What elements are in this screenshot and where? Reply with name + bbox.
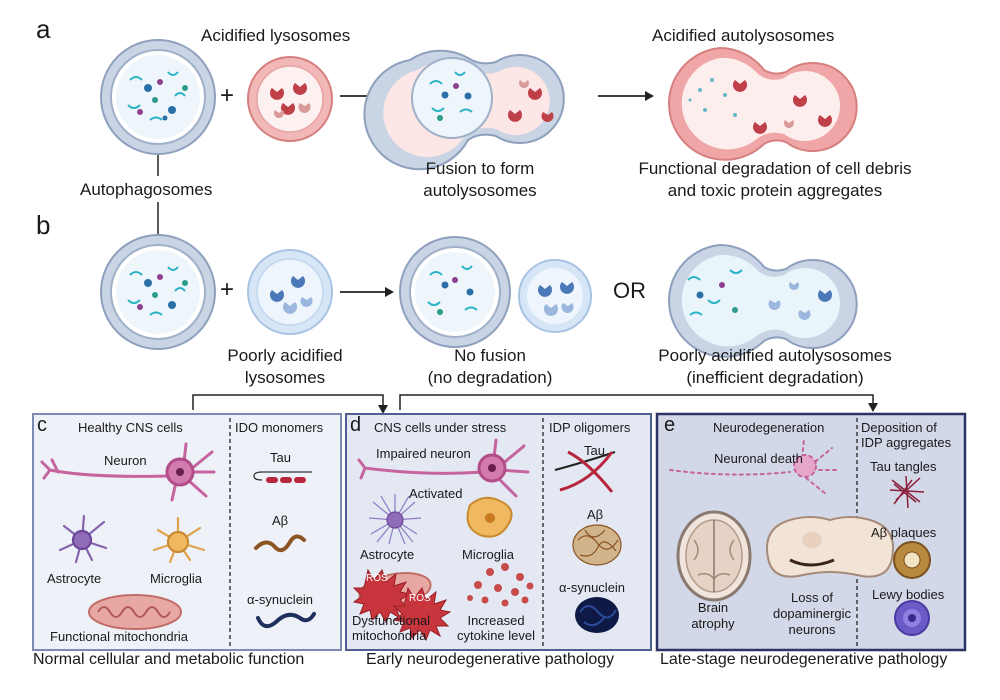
abeta-label-c: Aβ: [272, 513, 289, 528]
tau-label-c: Tau: [270, 450, 291, 465]
autophagosome-b: [100, 234, 216, 350]
lewy-bodies-label: Lewy bodies: [872, 587, 945, 602]
healthy-astrocyte: [58, 514, 108, 564]
arrow-b1: [340, 287, 394, 297]
functional-mitochondrion: [88, 594, 182, 630]
midbrain-section: [766, 516, 894, 578]
tau-monomer: [253, 471, 312, 483]
unfused-autophagosome: [399, 236, 511, 348]
unfused-lysosome: [518, 259, 592, 333]
tau-oligomer: [554, 450, 616, 493]
asyn-label-c: α-synuclein: [247, 592, 314, 607]
tau-tangles-label: Tau tangles: [870, 459, 937, 474]
poor-autolysosomes-label: Poorly acidified autolysosomes(inefficie…: [658, 346, 892, 387]
panel-letter-c: c: [37, 414, 47, 436]
healthy-microglia: [152, 516, 206, 564]
dying-neuron: [669, 439, 839, 495]
panel-c-title: Healthy CNS cells: [78, 420, 183, 435]
activated-astrocyte: [368, 494, 422, 545]
arrow-a2: [598, 91, 654, 101]
panel-e-title: Neurodegeneration: [713, 420, 825, 435]
asyn-monomer: [256, 612, 316, 629]
connector-to-panel-d: [192, 394, 388, 414]
poorly-acidified-lysosome: [247, 249, 333, 335]
panel-e-caption: Late-stage neurodegenerative pathology: [660, 651, 948, 668]
healthy-neuron: [40, 442, 216, 502]
fusing-vesicles: [363, 49, 565, 171]
panel-letter-d: d: [350, 414, 362, 436]
or-label: OR: [613, 278, 646, 303]
impaired-neuron: [357, 438, 530, 498]
acidified-autolysosome: [668, 46, 858, 161]
dysfunctional-mitochondria: [352, 568, 452, 642]
abeta-plaques-label: Aβ plaques: [871, 525, 937, 540]
panel-c-caption: Normal cellular and metabolic function: [33, 651, 305, 668]
autophagosomes-label: Autophagosomes: [80, 180, 213, 199]
ros-label-1: ROS: [366, 573, 388, 584]
abeta-monomer: [254, 534, 306, 553]
poorly-acidified-autolysosome: [668, 243, 858, 358]
acidified-lysosome: [247, 56, 333, 142]
panel-letter-e: e: [664, 414, 676, 436]
activated-label: Activated: [409, 486, 463, 501]
neuron-label: Neuron: [104, 453, 147, 468]
astrocyte-label-c: Astrocyte: [47, 571, 102, 586]
connector-to-panel-e: [399, 394, 878, 412]
panel-d-title: CNS cells under stress: [374, 420, 507, 435]
activated-microglia: [466, 496, 513, 538]
microglia-label-c: Microglia: [150, 571, 203, 586]
cytokines: [467, 563, 534, 607]
abeta-label-d: Aβ: [587, 507, 604, 522]
functional-mitochondria-label: Functional mitochondria: [50, 629, 189, 644]
lewy-body: [894, 600, 930, 636]
tau-tangles: [889, 475, 925, 509]
panel-letter-a: a: [36, 14, 51, 44]
plus-sign-b: +: [220, 276, 235, 303]
asyn-label-d: α-synuclein: [559, 580, 626, 595]
microglia-label-d: Microglia: [462, 547, 515, 562]
panel-d-caption: Early neurodegenerative pathology: [366, 651, 615, 668]
panel-d-side-title: IDP oligomers: [549, 420, 631, 435]
abeta-oligomer: [572, 524, 622, 566]
acidified-autolysosomes-label: Acidified autolysosomes: [652, 26, 835, 45]
panel-letter-b: b: [36, 210, 51, 240]
panel-c-side-title: IDO monomers: [235, 420, 324, 435]
tau-label-d: Tau: [584, 443, 605, 458]
neuronal-death-label: Neuronal death: [714, 451, 803, 466]
acidified-lysosomes-label: Acidified lysosomes: [201, 26, 351, 45]
plus-sign-a: +: [220, 82, 235, 109]
abeta-plaque: [893, 541, 931, 579]
ros-label-2: ROS: [409, 593, 431, 604]
no-fusion-label: No fusion(no degradation): [427, 346, 553, 387]
asyn-oligomer: [575, 597, 619, 633]
autophagosome-a: [100, 39, 216, 155]
impaired-neuron-label: Impaired neuron: [376, 446, 471, 461]
atrophic-brain: [676, 510, 752, 602]
astrocyte-label-d: Astrocyte: [360, 547, 415, 562]
